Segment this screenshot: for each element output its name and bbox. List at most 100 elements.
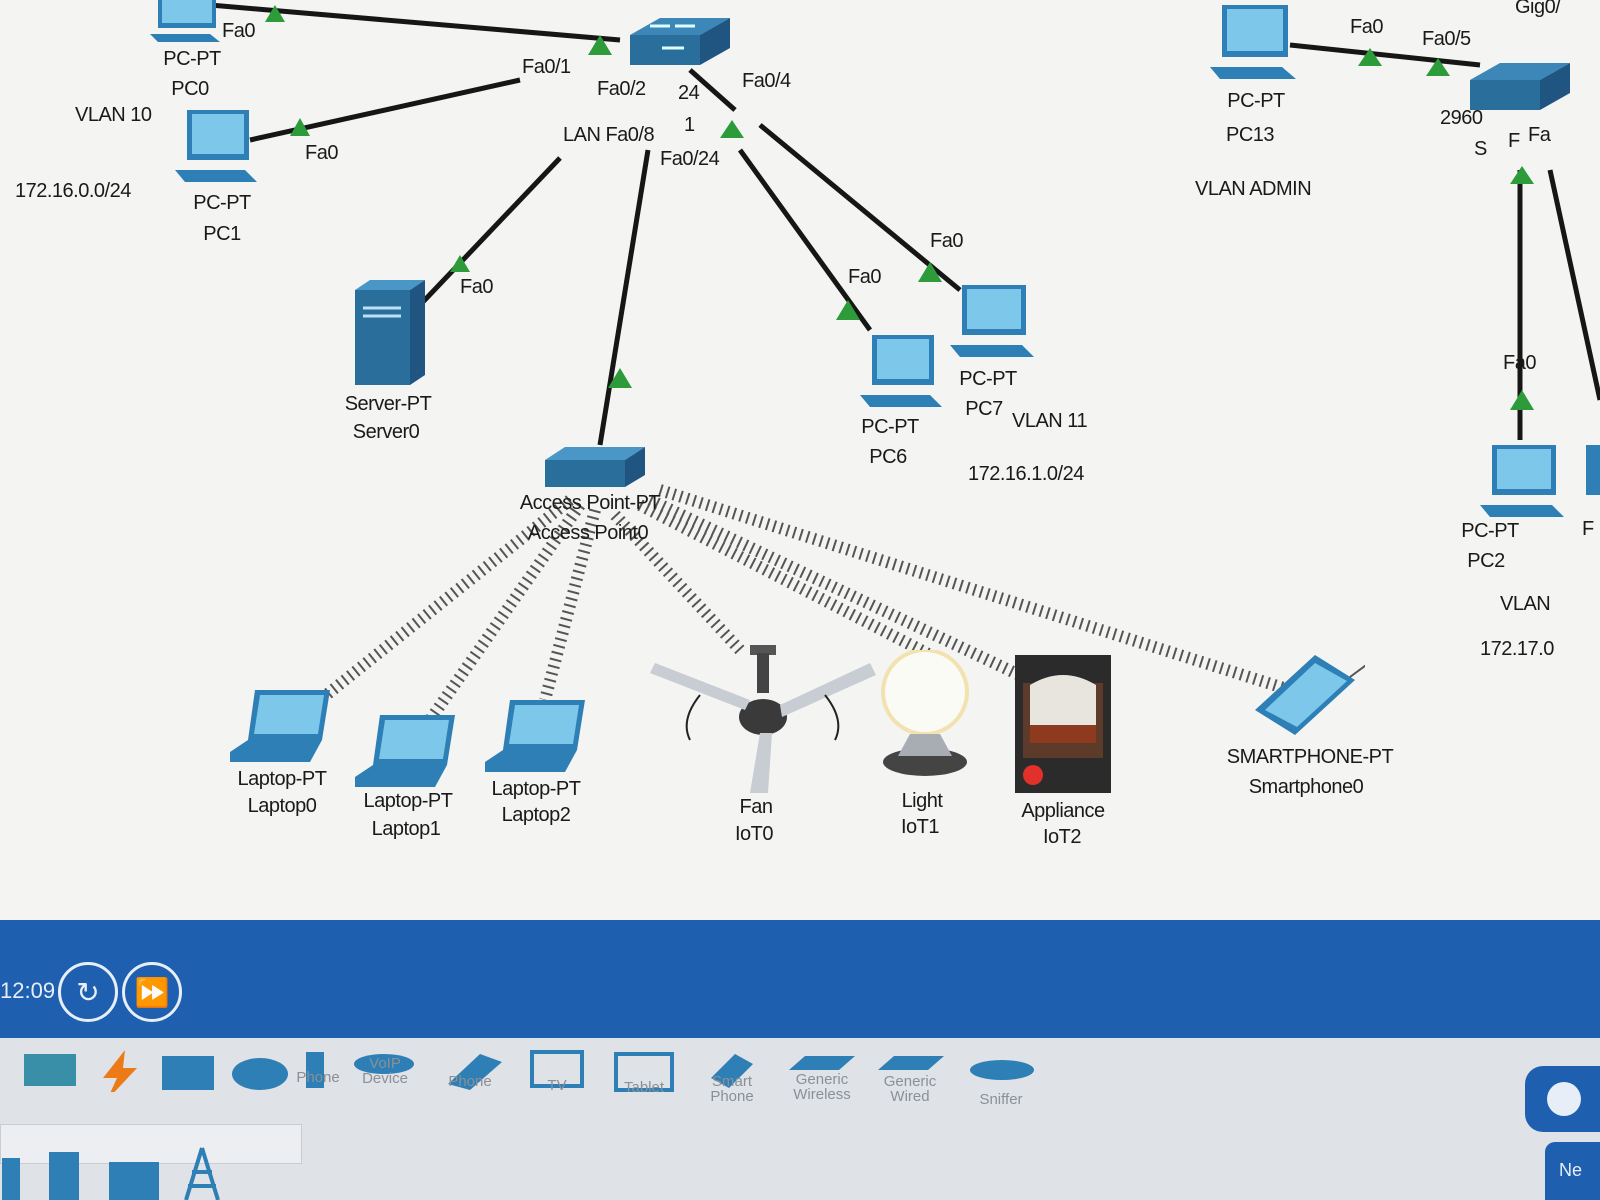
folder-icon[interactable]: [160, 1050, 230, 1092]
sniffer-icon[interactable]: [966, 1056, 1036, 1098]
port-label: Fa0/1: [522, 56, 571, 78]
switch-icon[interactable]: [1465, 55, 1575, 125]
port-up-indicator: [265, 5, 285, 22]
device-model-label: SMARTPHONE-PT: [1226, 746, 1394, 768]
device-model-label: PC-PT: [959, 368, 1017, 390]
access-point-icon[interactable]: [540, 445, 650, 500]
port-label: 1: [684, 114, 695, 136]
server-icon[interactable]: [355, 280, 430, 390]
port-up-indicator: [450, 255, 470, 272]
pc-icon[interactable]: [860, 335, 950, 415]
device-category-label: Phone: [448, 1073, 492, 1090]
device-model-label: 2960: [1440, 107, 1483, 129]
pc-icon[interactable]: [175, 110, 265, 190]
tower-icon[interactable]: [180, 1146, 224, 1200]
generic-wireless-icon[interactable]: [785, 1050, 855, 1092]
device-model-label: Server-PT: [344, 393, 432, 415]
device-model-label: PC-PT: [193, 192, 251, 214]
port-up-indicator: [588, 35, 612, 55]
device-name-label: Laptop1: [371, 818, 441, 840]
vlan-label: VLAN 11: [1012, 410, 1088, 432]
smartphone-category-icon[interactable]: [705, 1050, 775, 1092]
wireless-link-appliance: [647, 494, 1033, 686]
port-up-indicator: [720, 120, 744, 138]
simulation-time: 12:09: [0, 978, 56, 1003]
generic-wired-icon[interactable]: [874, 1050, 944, 1092]
port-up-indicator: [1510, 390, 1534, 410]
device-category-label: TV: [547, 1077, 567, 1094]
device-model-label: PC-PT: [163, 48, 221, 70]
port-label: F: [1508, 130, 1520, 152]
building-icon[interactable]: [45, 1144, 85, 1200]
port-label: Fa0: [460, 276, 493, 298]
device-model-label: PC-PT: [1461, 520, 1519, 542]
link-pc0-switch[interactable]: [209, 2, 621, 43]
voip-device-icon[interactable]: [350, 1050, 420, 1092]
port-label: Fa0/24: [660, 148, 720, 170]
port-label: Fa0: [1350, 16, 1383, 38]
device-category-label: Phone: [296, 1069, 340, 1086]
device-name-label: Server0: [352, 421, 420, 443]
device-category-label: Sniffer: [979, 1091, 1023, 1108]
port-label: Fa: [1528, 124, 1551, 146]
network-device-icon[interactable]: [22, 1050, 92, 1092]
switch-icon[interactable]: [620, 10, 740, 80]
smartphone-icon[interactable]: [1255, 655, 1365, 740]
port-label: Fa0: [930, 230, 963, 252]
pc-icon[interactable]: [1210, 5, 1305, 85]
port-up-indicator: [1358, 48, 1382, 66]
device-name-label: PC2: [1467, 550, 1505, 572]
phone-category-icon[interactable]: [300, 1050, 370, 1092]
tablet-icon[interactable]: [610, 1050, 680, 1092]
pc-icon[interactable]: [1580, 445, 1600, 515]
port-up-indicator: [290, 118, 310, 136]
tv-icon[interactable]: [528, 1050, 598, 1092]
connection-lightning-icon[interactable]: [95, 1050, 165, 1092]
fast-forward-icon[interactable]: ⏩: [122, 962, 182, 1022]
device-name-label: Laptop2: [501, 804, 571, 826]
port-label: Fa0: [1503, 352, 1536, 374]
fan-icon[interactable]: [650, 645, 880, 795]
device-name-label: Access Point0: [527, 522, 649, 544]
port-up-indicator: [608, 368, 632, 388]
laptop-icon[interactable]: [355, 715, 465, 795]
vlan-label: VLAN: [1500, 593, 1551, 615]
network-address-label: 172.17.0: [1480, 638, 1554, 660]
device-icon[interactable]: [0, 1148, 30, 1200]
pc-icon[interactable]: [150, 0, 230, 45]
link-switch2-right[interactable]: [1547, 169, 1600, 401]
pc-icon[interactable]: [1480, 445, 1575, 525]
link-pc6-switch[interactable]: [737, 148, 873, 332]
laptop-icon[interactable]: [485, 700, 595, 780]
ip-phone-icon[interactable]: [440, 1050, 510, 1092]
port-label: Fa0: [222, 20, 255, 42]
laptop-icon[interactable]: [230, 690, 340, 770]
topology-canvas[interactable]: Fa0 PC-PT PC0 VLAN 10 172.16.0.0/24 Fa0 …: [0, 0, 1600, 920]
device-model-label: Laptop-PT: [363, 790, 453, 812]
pc-icon[interactable]: [950, 285, 1045, 365]
port-label: Fa0/2: [597, 78, 646, 100]
cloud-icon[interactable]: [230, 1050, 300, 1092]
link-layer: [209, 2, 1600, 724]
link-server-switch[interactable]: [418, 156, 562, 307]
printer-icon[interactable]: [105, 1150, 161, 1200]
realtime-mode-button[interactable]: [1525, 1066, 1600, 1132]
link-pc7-switch[interactable]: [758, 123, 962, 292]
device-name-label: Smartphone0: [1248, 776, 1364, 798]
wireless-link-laptop1: [425, 501, 585, 724]
link-switch-uplink[interactable]: [688, 68, 737, 112]
link-pc1-switch[interactable]: [249, 77, 521, 143]
port-label: Gig0/: [1515, 0, 1561, 18]
link-ap-switch[interactable]: [597, 149, 651, 446]
lan-port-label: LAN Fa0/8: [563, 124, 655, 146]
reset-time-icon[interactable]: ↻: [58, 962, 118, 1022]
network-address-label: 172.16.1.0/24: [968, 463, 1084, 485]
coffee-maker-icon[interactable]: [1015, 655, 1115, 795]
link-pc13-switch2[interactable]: [1289, 42, 1481, 68]
new-button[interactable]: Ne: [1545, 1142, 1600, 1200]
wireless-link-laptop2: [539, 508, 601, 702]
light-bulb-icon[interactable]: [870, 650, 980, 790]
